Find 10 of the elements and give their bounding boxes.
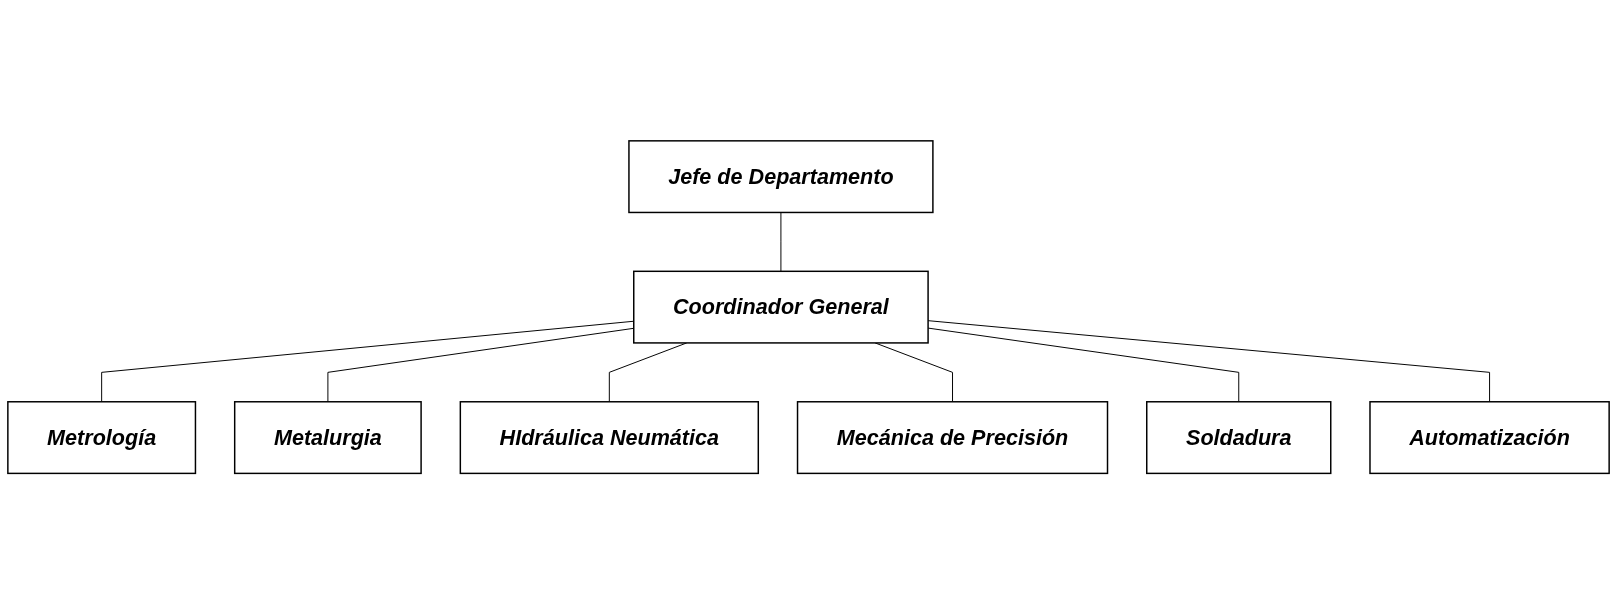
node-box: Jefe de Departamento (628, 140, 934, 214)
node-box: Mecánica de Precisión (796, 400, 1109, 474)
connector (780, 211, 782, 272)
node-box: Automatización (1369, 400, 1610, 474)
node-box: Coordinador General (633, 270, 929, 344)
connector (874, 342, 953, 403)
node-box: HIdráulica Neumática (459, 400, 760, 474)
node-box: Soldadura (1146, 400, 1332, 474)
node-box: Metalurgia (233, 400, 422, 474)
node-box: Metrología (7, 400, 197, 474)
